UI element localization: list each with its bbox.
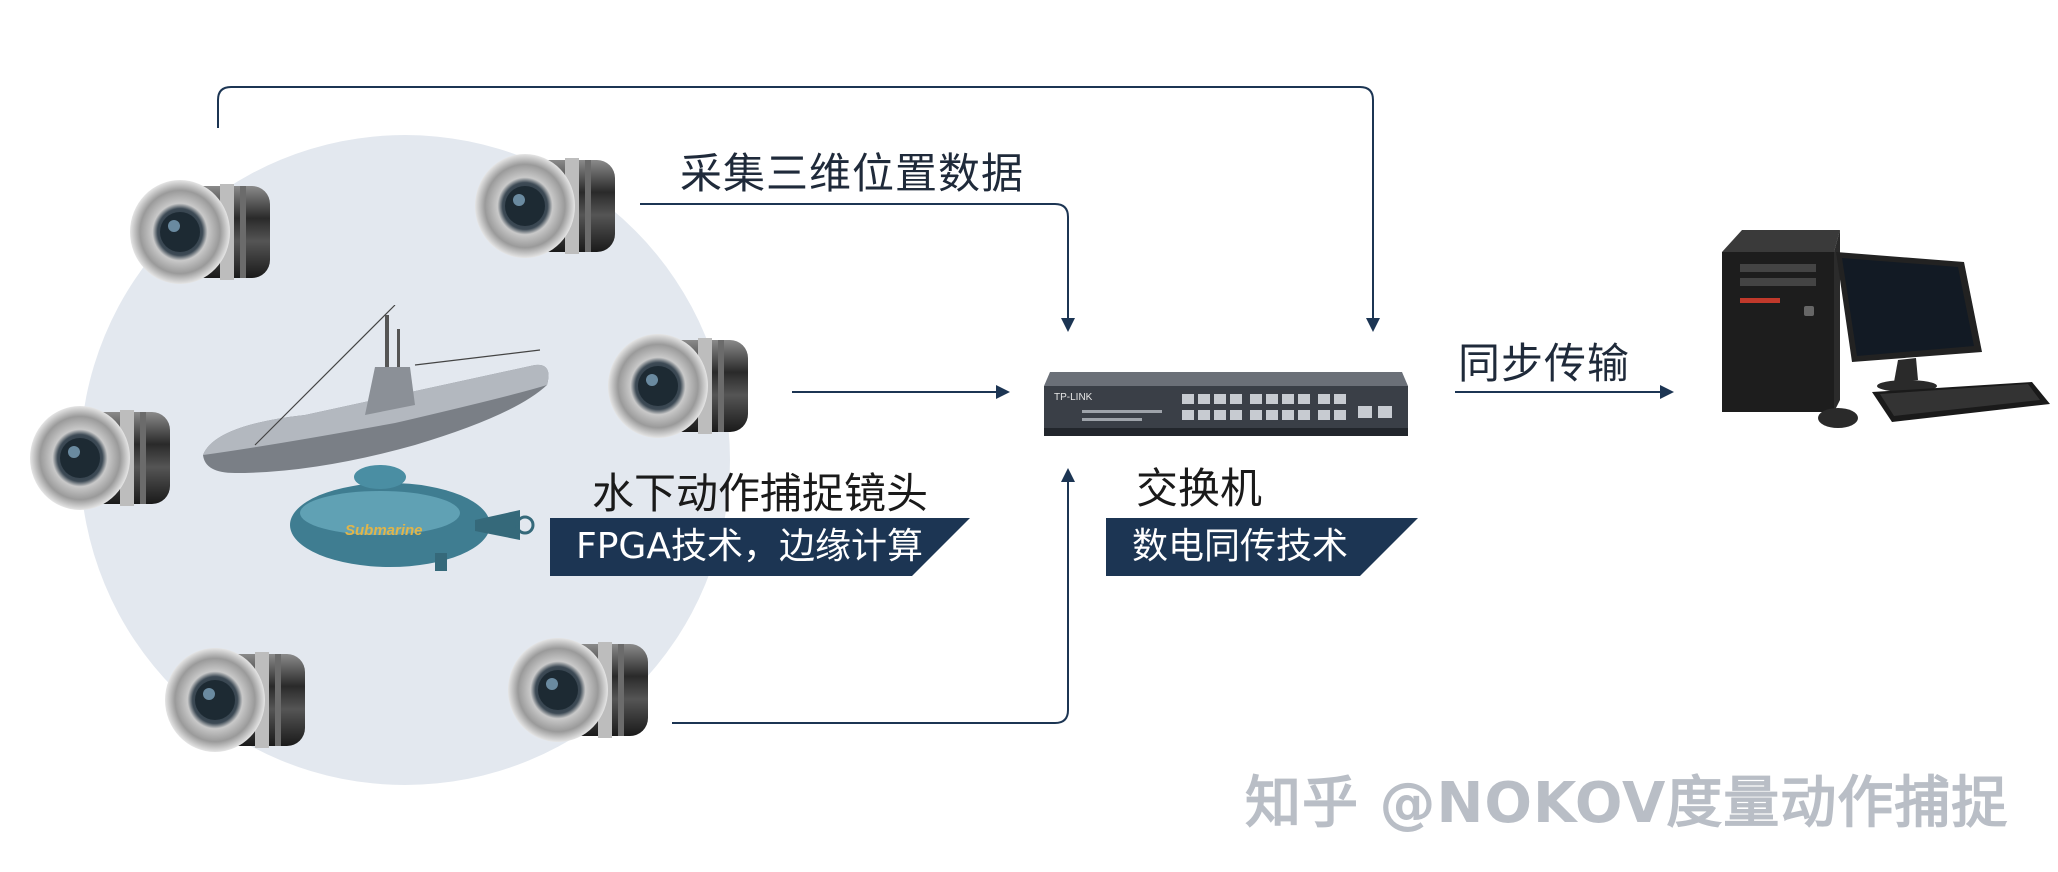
network-switch: TP-LINK	[1044, 372, 1408, 436]
lower-camera-line	[672, 468, 1075, 724]
submarine-toy: Submarine	[290, 465, 535, 571]
top-loop-line	[217, 86, 1380, 332]
watermark: 知乎 @NOKOV度量动作捕捉	[1245, 771, 2009, 836]
camera-6	[508, 638, 648, 742]
switch-label: 交换机	[1136, 464, 1263, 513]
collect-data-label: 采集三维位置数据	[680, 149, 1025, 198]
upper-camera-line	[640, 203, 1075, 332]
camera-4	[30, 406, 170, 510]
switch-brand: TP-LINK	[1054, 392, 1093, 403]
submarine-model	[203, 305, 549, 473]
camera-tech-tag: FPGA技术，边缘计算	[550, 518, 970, 576]
camera-5	[165, 648, 305, 752]
computer	[1722, 230, 2050, 428]
sync-transfer-label: 同步传输	[1458, 339, 1631, 388]
switch-tech-tag: 数电同传技术	[1106, 518, 1418, 576]
camera-2	[475, 154, 615, 258]
camera-3	[608, 334, 748, 438]
camera-1	[130, 180, 270, 284]
submarine-toy-brand: Submarine	[345, 522, 423, 539]
camera-label: 水下动作捕捉镜头	[592, 469, 929, 518]
